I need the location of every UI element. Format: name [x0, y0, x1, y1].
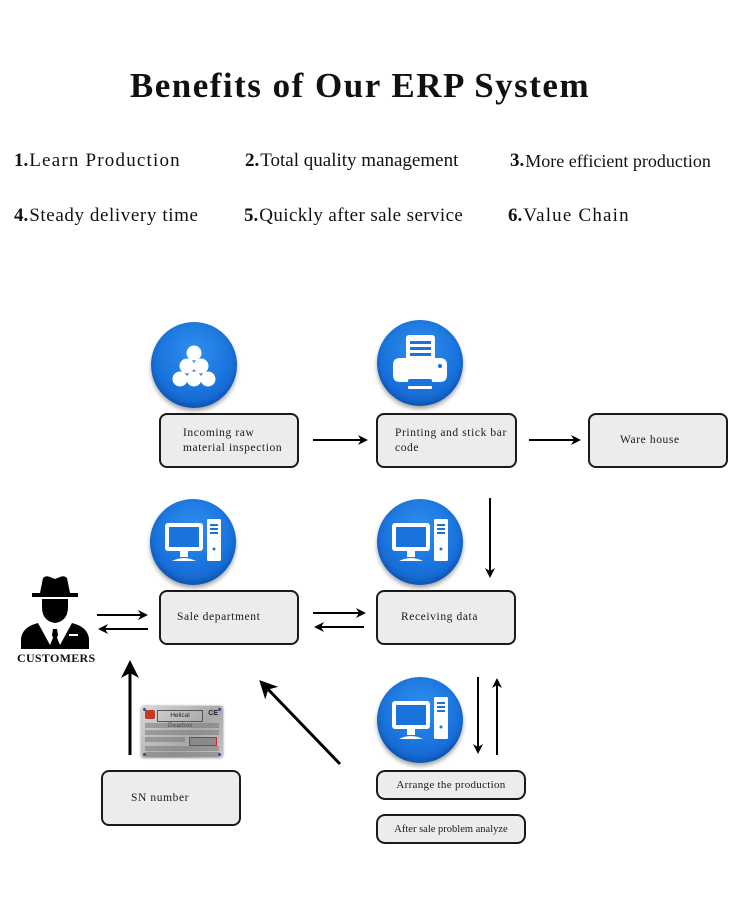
benefit-label: Learn Production: [29, 150, 181, 171]
rivet: [143, 708, 146, 711]
computer-icon: [165, 519, 221, 561]
node-printing-barcode: Printing and stick bar code: [376, 413, 517, 468]
node-label: Ware house: [620, 434, 680, 446]
arrow-aftersale-to-sale: [259, 680, 342, 766]
page-title: Benefits of Our ERP System: [129, 66, 591, 105]
nameplate-row: [145, 730, 219, 735]
computer-icon: [392, 697, 448, 739]
customer-agent-icon: [21, 576, 89, 649]
node-incoming-inspection: Incoming raw material inspection: [159, 413, 299, 468]
benefit-5: 5. Quickly after sale service: [237, 203, 464, 229]
node-label: After sale problem analyze: [394, 823, 508, 835]
node-receiving-data: Receiving data: [376, 590, 516, 645]
rivet: [218, 753, 221, 756]
node-warehouse: Ware house: [588, 413, 728, 468]
node-label: SN number: [131, 791, 190, 804]
benefit-number: 5.: [237, 203, 265, 229]
rivet: [218, 708, 221, 711]
node-label: Sale department: [177, 611, 261, 623]
nameplate-row: [145, 752, 219, 757]
node-arrange-production: Arrange the production: [376, 770, 526, 800]
gearbox-nameplate-image: Helical Gearbox CE: [141, 706, 223, 758]
node-label: Printing and stick bar code: [395, 426, 507, 454]
raw-material-pile-icon: [172, 345, 216, 387]
benefit-2: 2. Total quality management: [238, 148, 459, 174]
benefit-3: 3. More efficient production: [503, 148, 711, 174]
benefit-1: 1. Learn Production: [7, 148, 181, 174]
nameplate-row: [145, 737, 185, 742]
node-sale-department: Sale department: [159, 590, 299, 645]
node-label: Arrange the production: [396, 778, 506, 791]
nameplate-logo: [145, 710, 155, 719]
ce-mark: CE: [208, 710, 218, 717]
benefit-number: 2.: [238, 148, 266, 174]
serial-number-highlight: [189, 737, 217, 746]
benefit-label: Total quality management: [260, 150, 459, 171]
benefit-label: More efficient production: [525, 150, 711, 171]
raw-material-badge: [151, 322, 237, 408]
benefit-4: 4. Steady delivery time: [7, 203, 199, 229]
benefit-number: 3.: [503, 148, 531, 174]
sale-computer-badge: [150, 499, 236, 585]
node-sn-number: SN number: [101, 770, 241, 826]
nameplate-row: [145, 746, 219, 751]
benefit-label: Quickly after sale service: [259, 205, 464, 226]
benefit-6: 6. Value Chain: [501, 203, 630, 229]
computer-icon: [392, 519, 448, 561]
node-after-sale-analyze: After sale problem analyze: [376, 814, 526, 844]
arrange-computer-badge: [377, 677, 463, 763]
nameplate-row: [145, 723, 219, 728]
benefit-number: 1.: [7, 148, 35, 174]
rivet: [143, 753, 146, 756]
benefit-number: 6.: [501, 203, 529, 229]
benefit-number: 4.: [7, 203, 35, 229]
nameplate-header: Helical Gearbox: [157, 710, 203, 729]
receiving-computer-badge: [377, 499, 463, 585]
node-label: Incoming raw material inspection: [183, 426, 283, 454]
printer-badge: [377, 320, 463, 406]
customers-label: CUSTOMERS: [17, 651, 96, 665]
benefit-label: Value Chain: [523, 205, 630, 226]
benefit-label: Steady delivery time: [29, 205, 199, 226]
printer-icon: [393, 335, 447, 389]
node-label: Receiving data: [401, 611, 479, 623]
